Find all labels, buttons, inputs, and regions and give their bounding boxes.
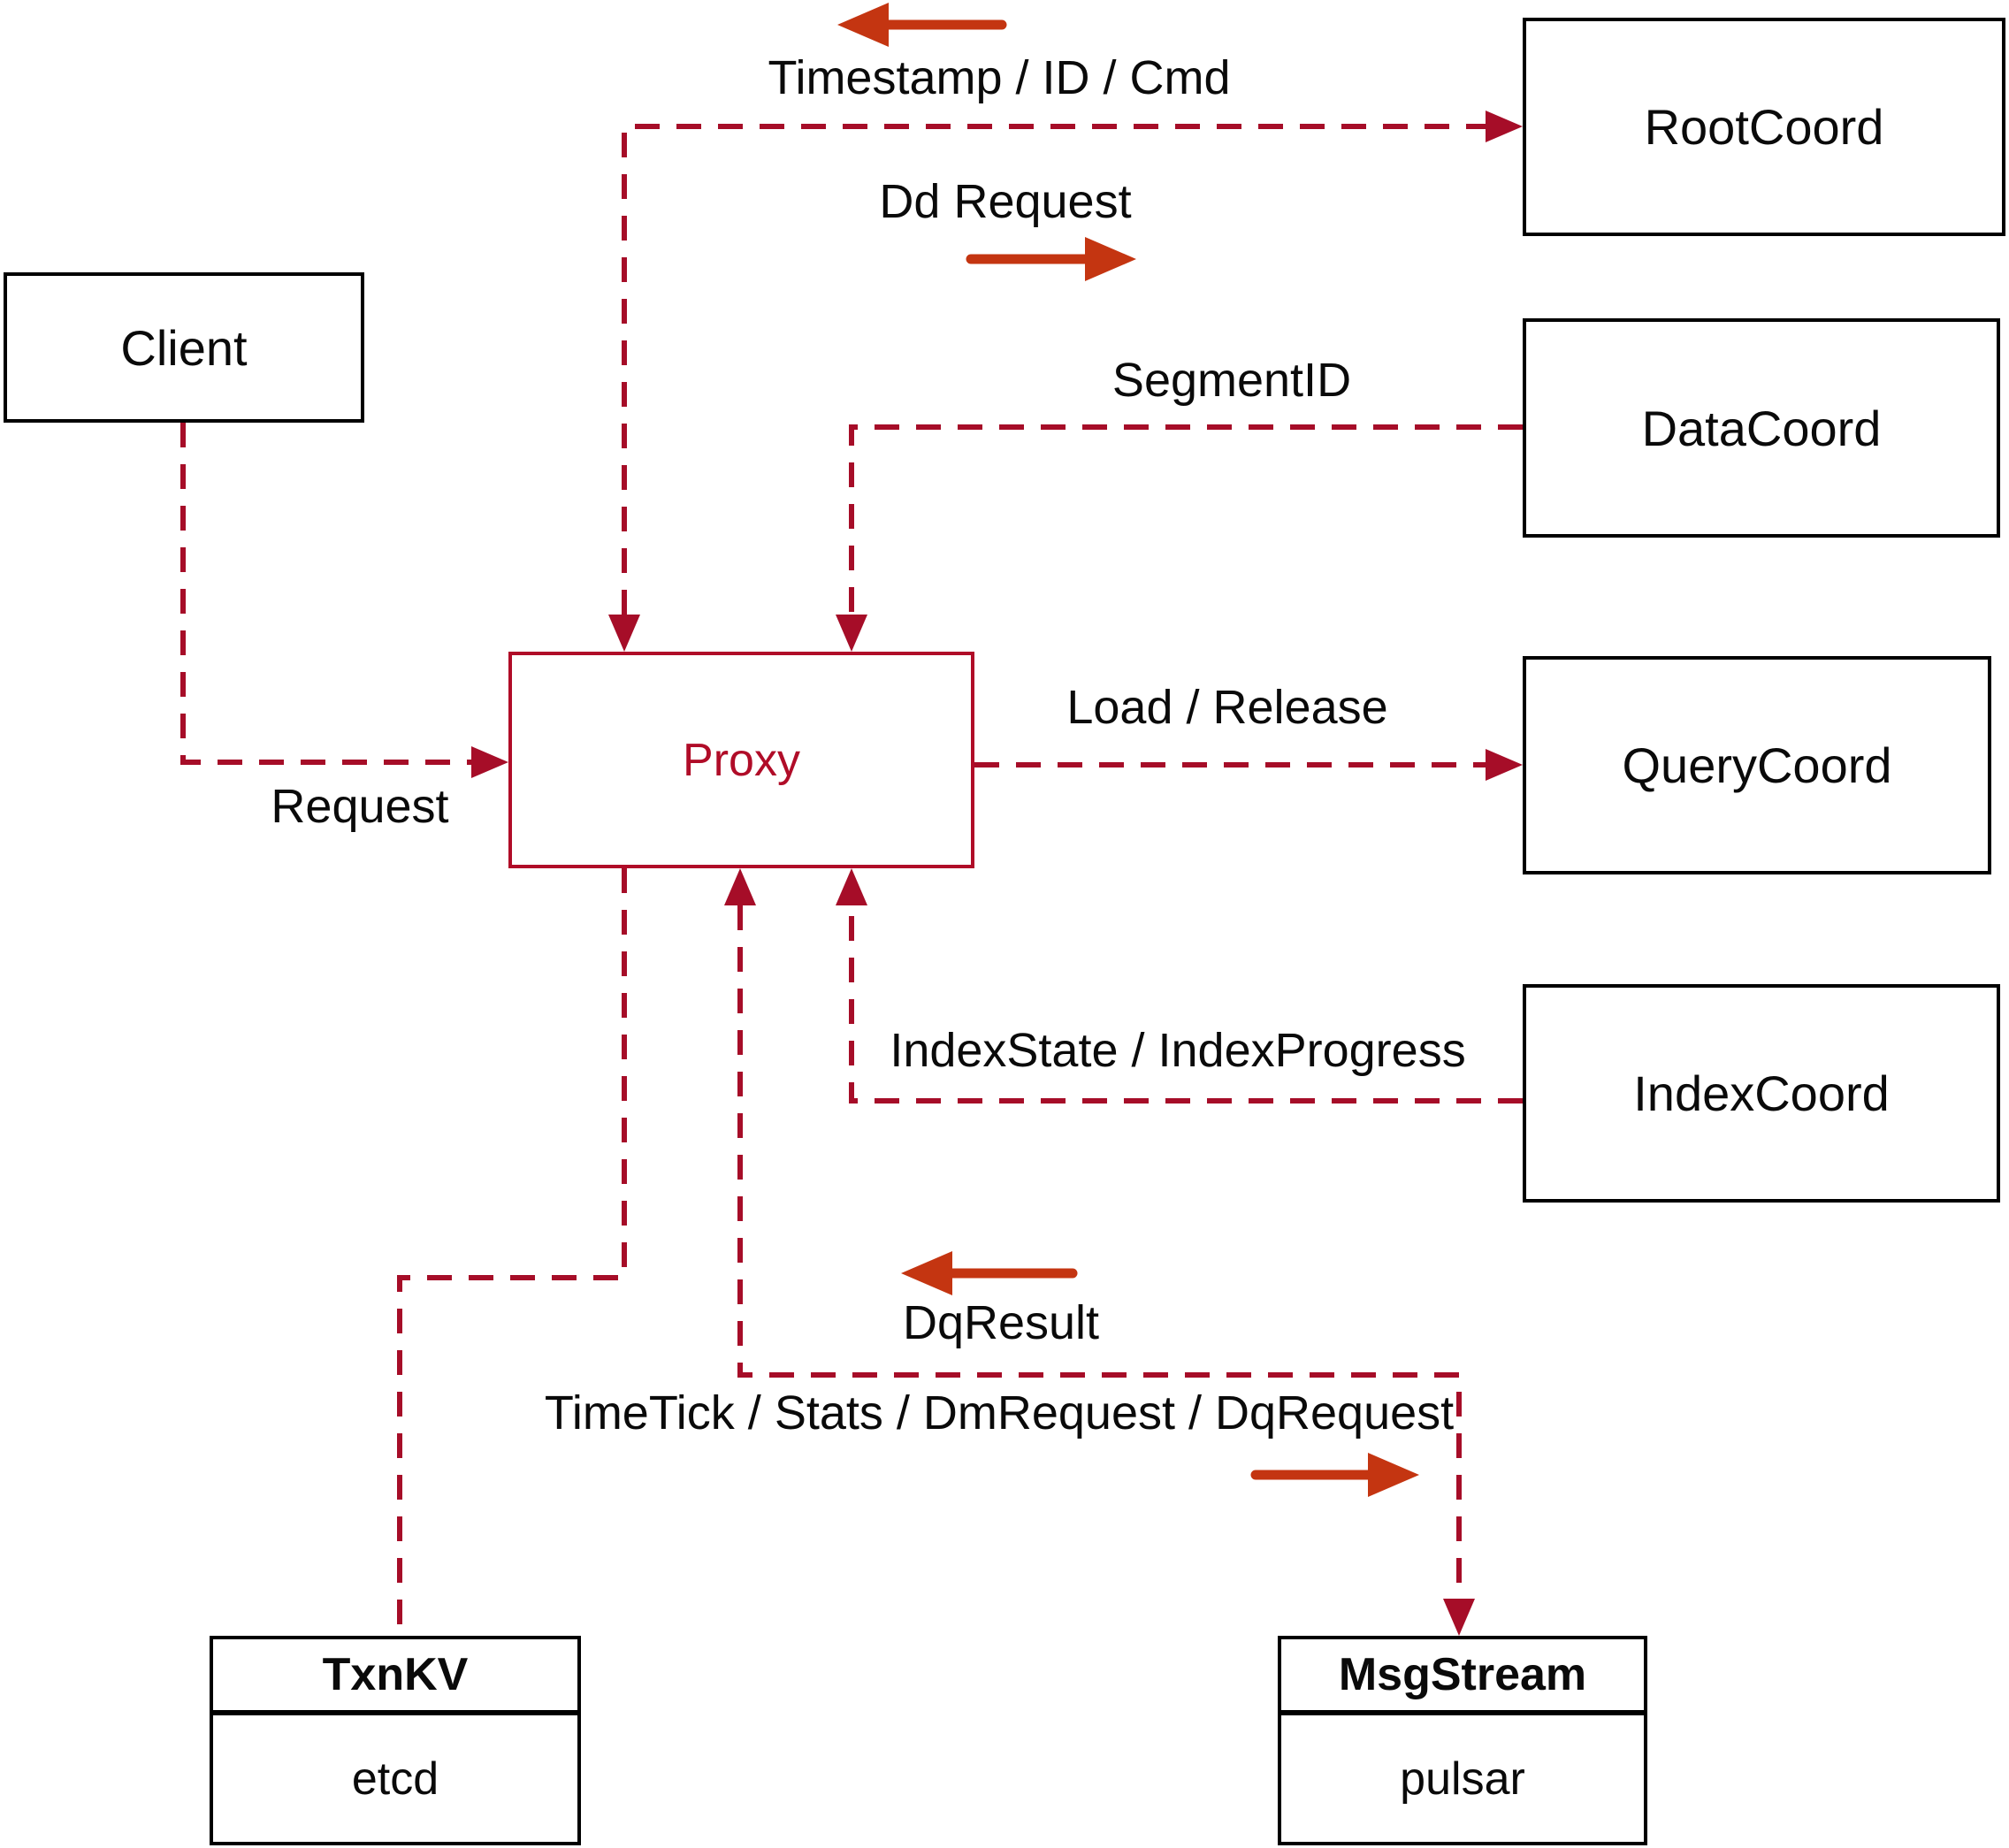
arrowhead-into-rootcoord <box>1486 111 1523 142</box>
edge-label-request: Request <box>271 780 449 833</box>
edge-indexcoord-proxy <box>849 905 1523 1103</box>
edge-label-segment-id: SegmentID <box>1111 354 1352 407</box>
arrowhead-into-proxy-bottom-msgstream <box>724 868 756 905</box>
node-querycoord-label: QueryCoord <box>1622 737 1892 793</box>
node-msgstream-implementation: pulsar <box>1400 1753 1525 1805</box>
node-client: Client <box>4 272 364 423</box>
direction-arrow-left-dq-result <box>901 1251 1078 1295</box>
edge-proxy-txnkv <box>397 868 627 1636</box>
node-datacoord-label: DataCoord <box>1641 400 1882 456</box>
edge-label-load-release: Load / Release <box>1066 681 1388 734</box>
node-datacoord: DataCoord <box>1523 318 2000 538</box>
node-msgstream: MsgStream pulsar <box>1278 1636 1647 1845</box>
node-proxy-label: Proxy <box>683 734 800 786</box>
arrowhead-into-proxy-bottom-indexcoord <box>836 868 867 905</box>
edge-label-time-tick-stats: TimeTick / Stats / DmRequest / DqRequest <box>544 1386 1455 1439</box>
direction-arrow-right-time-tick <box>1250 1453 1419 1497</box>
node-querycoord: QueryCoord <box>1523 656 1991 874</box>
node-msgstream-title: MsgStream <box>1281 1639 1644 1715</box>
arrow-right-icon <box>1368 1453 1419 1497</box>
node-client-label: Client <box>120 319 248 376</box>
node-txnkv-title: TxnKV <box>213 1639 577 1715</box>
arrowhead-into-querycoord <box>1486 749 1523 781</box>
arrowhead-into-proxy-top-datacoord <box>836 615 867 652</box>
node-indexcoord-label: IndexCoord <box>1633 1065 1890 1121</box>
edge-label-timestamp-id-cmd: Timestamp / ID / Cmd <box>768 51 1231 104</box>
node-rootcoord-label: RootCoord <box>1644 99 1884 155</box>
arrowhead-into-proxy-top-rootcoord <box>608 615 640 652</box>
node-txnkv: TxnKV etcd <box>210 1636 581 1845</box>
node-indexcoord: IndexCoord <box>1523 984 2000 1203</box>
arrowhead-into-proxy-left <box>471 746 508 778</box>
node-rootcoord: RootCoord <box>1523 18 2005 236</box>
node-proxy: Proxy <box>508 652 974 868</box>
edge-proxy-msgstream <box>737 905 1462 1599</box>
direction-arrow-right-dd-request <box>966 237 1136 281</box>
edge-client-proxy <box>180 423 471 765</box>
node-txnkv-implementation: etcd <box>351 1753 439 1805</box>
arrow-left-icon <box>837 3 889 47</box>
arrowhead-into-msgstream <box>1443 1599 1475 1636</box>
direction-arrow-left-timestamp <box>837 3 1007 47</box>
arrow-left-icon <box>901 1251 952 1295</box>
edge-label-dd-request: Dd Request <box>879 175 1132 228</box>
arrow-right-icon <box>1085 237 1136 281</box>
edge-label-dq-result: DqResult <box>902 1296 1100 1349</box>
edge-label-index-state-progress: IndexState / IndexProgress <box>890 1024 1466 1077</box>
edge-datacoord-proxy <box>849 424 1523 615</box>
edge-proxy-rootcoord <box>622 124 1486 615</box>
